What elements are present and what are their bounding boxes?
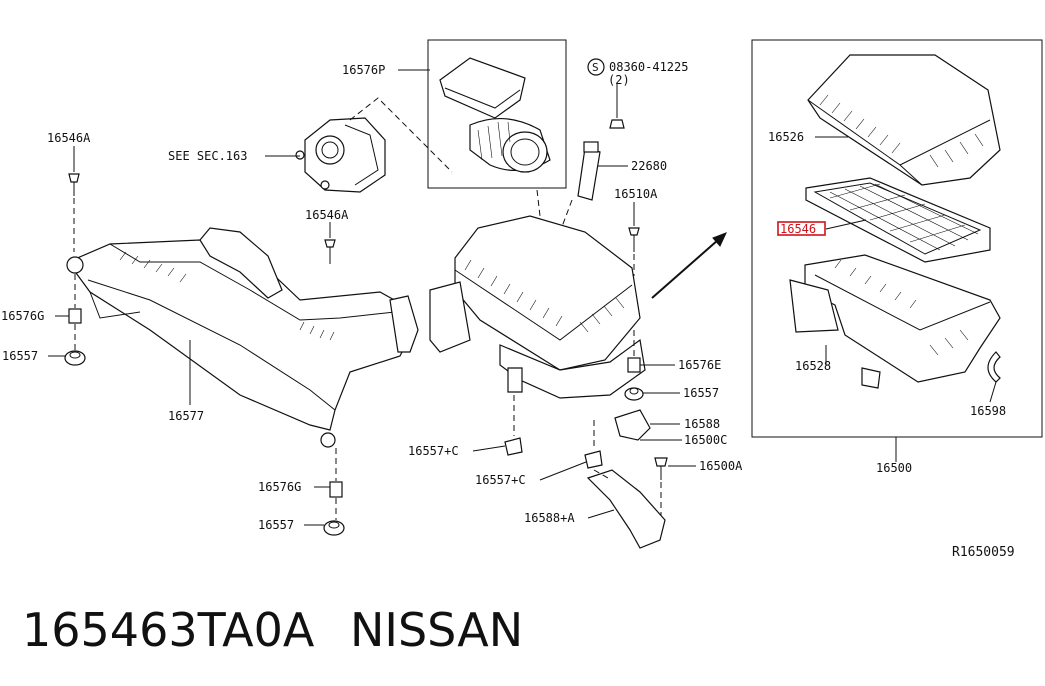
grommet-16576E — [627, 357, 641, 373]
grommet-16557C-mid — [584, 450, 603, 469]
label-16557C-mid: 16557+C — [475, 473, 526, 487]
label-16588A: 16588+A — [524, 511, 575, 525]
label-16557-right: 16557 — [683, 386, 719, 400]
highlight-box-16546 — [777, 221, 826, 236]
label-16576G-left: 16576G — [1, 309, 44, 323]
label-see-sec-163: SEE SEC.163 — [168, 149, 247, 163]
grommet-16557-left — [64, 350, 86, 366]
clip-16598 — [987, 351, 1001, 383]
grommet-16557C-left — [504, 437, 523, 456]
air-filter-element-part — [805, 177, 991, 263]
pointer-arrow — [651, 232, 727, 299]
air-cleaner-lower-case-part — [789, 254, 1001, 389]
clip-16546A-mid — [324, 239, 336, 264]
label-16510A: 16510A — [614, 187, 658, 201]
label-16546A-top: 16546A — [47, 131, 91, 145]
throttle-body-part — [295, 117, 386, 193]
label-16526: 16526 — [768, 130, 804, 144]
label-16500A: 16500A — [699, 459, 743, 473]
label-16557C-left: 16557+C — [408, 444, 459, 458]
label-16528: 16528 — [795, 359, 831, 373]
air-flow-meter-part — [439, 57, 551, 173]
label-22680: 22680 — [631, 159, 667, 173]
label-16588: 16588 — [684, 417, 720, 431]
caption-brand: NISSAN — [350, 603, 523, 657]
reference-code: R1650059 — [952, 545, 1015, 560]
label-16557-left: 16557 — [2, 349, 38, 363]
label-16576E: 16576E — [678, 358, 721, 372]
grommet-16576G-bottom — [329, 481, 343, 498]
svg-text:S: S — [592, 61, 599, 74]
label-16576P: 16576P — [342, 63, 385, 77]
clip-16546A-top — [68, 173, 80, 196]
leader-lines — [48, 69, 997, 526]
label-16500: 16500 — [876, 461, 912, 475]
air-cleaner-lid-part — [807, 54, 1001, 186]
bolt-08360-part: S — [587, 58, 625, 129]
label-16557-bottom: 16557 — [258, 518, 294, 532]
air-duct-part — [66, 227, 419, 448]
bolt-16500A — [654, 457, 668, 480]
grommet-16557-bottom — [323, 520, 345, 536]
caption-part-number: 165463TA0A — [22, 603, 315, 657]
grommet-16576G-left — [68, 308, 82, 324]
grommet-16557-right — [624, 387, 644, 401]
inset-frame-mass-air-flow — [427, 39, 567, 189]
label-16546-highlight: 16546 — [780, 222, 816, 236]
inset-frame-air-cleaner-assembly — [751, 39, 1043, 438]
bracket-16588A — [586, 469, 666, 549]
clip-16510A — [628, 227, 640, 252]
air-cleaner-assembly-part — [429, 215, 646, 399]
label-08360-qty: (2) — [608, 73, 630, 87]
label-16546A-mid: 16546A — [305, 208, 349, 222]
bracket-16588 — [614, 409, 651, 441]
sensor-22680-part — [577, 141, 601, 201]
label-16598: 16598 — [970, 404, 1006, 418]
label-16577: 16577 — [168, 409, 204, 423]
label-16576G-bottom: 16576G — [258, 480, 301, 494]
label-16500C: 16500C — [684, 433, 727, 447]
label-08360-41225: 08360-41225 — [609, 60, 688, 74]
